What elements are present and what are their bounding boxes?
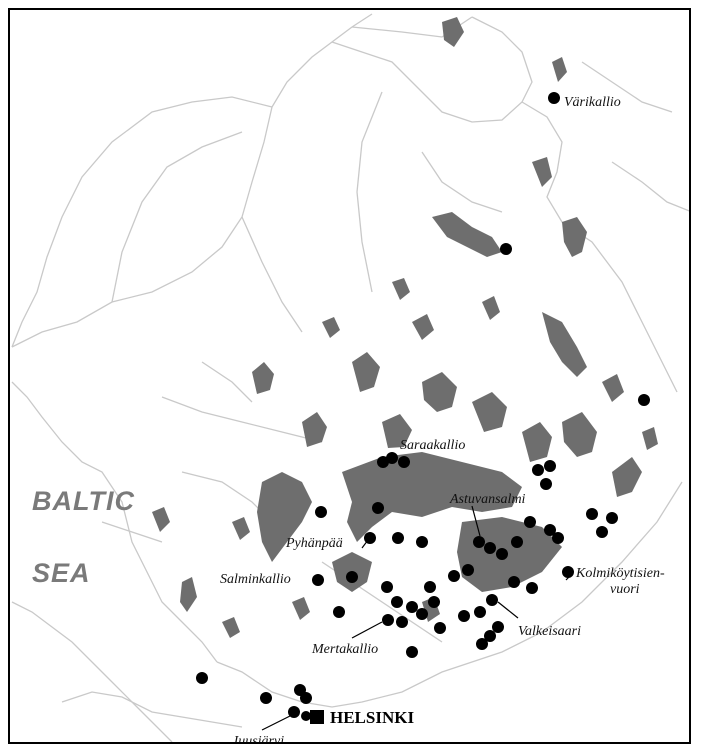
- site-label-vuori: vuori: [610, 582, 640, 597]
- capital-label-helsinki: HELSINKI: [330, 708, 415, 727]
- site-marker: [406, 646, 418, 658]
- site-marker: [524, 516, 536, 528]
- site-markers: [196, 92, 650, 721]
- site-marker: [416, 536, 428, 548]
- site-marker-kolmikoytisienvuori: [562, 566, 574, 578]
- map-canvas: [11, 13, 689, 742]
- site-marker: [532, 464, 544, 476]
- site-marker-astuvansalmi: [473, 536, 485, 548]
- map-frame: BALTIC SEA Värikallio Saraakallio Astuva…: [8, 8, 691, 744]
- sea-label-baltic: BALTIC: [32, 486, 135, 516]
- site-marker: [333, 606, 345, 618]
- site-label-saraakallio: Saraakallio: [400, 438, 466, 453]
- site-label-kolmikoytisien: Kolmiköytisien-: [576, 566, 665, 581]
- sea-label-sea: SEA: [32, 558, 91, 588]
- site-marker: [492, 621, 504, 633]
- site-marker: [508, 576, 520, 588]
- site-marker: [511, 536, 523, 548]
- site-marker: [346, 571, 358, 583]
- site-marker: [552, 532, 564, 544]
- site-marker: [381, 581, 393, 593]
- site-marker: [424, 581, 436, 593]
- site-marker: [416, 608, 428, 620]
- site-marker: [396, 616, 408, 628]
- site-marker: [596, 526, 608, 538]
- site-label-varikallio: Värikallio: [564, 95, 621, 110]
- site-marker-juusjarvi: [288, 706, 300, 718]
- site-marker: [484, 630, 496, 642]
- site-marker: [474, 606, 486, 618]
- site-marker: [458, 610, 470, 622]
- site-marker: [448, 570, 460, 582]
- site-label-valkeisaari: Valkeisaari: [518, 624, 581, 639]
- site-marker: [300, 692, 312, 704]
- lakes: [152, 17, 658, 638]
- site-marker: [606, 512, 618, 524]
- site-marker: [196, 672, 208, 684]
- site-marker: [526, 582, 538, 594]
- site-marker: [476, 638, 488, 650]
- site-marker: [586, 508, 598, 520]
- site-marker-salminkallio: [312, 574, 324, 586]
- site-label-astuvansalmi: Astuvansalmi: [450, 492, 526, 507]
- site-label-pyhanpaa: Pyhänpää: [286, 536, 343, 551]
- site-marker: [428, 596, 440, 608]
- site-marker-varikallio: [548, 92, 560, 104]
- site-label-mertakallio: Mertakallio: [312, 642, 379, 657]
- site-marker-mertakallio: [382, 614, 394, 626]
- site-marker: [496, 548, 508, 560]
- capital-marker: [310, 710, 324, 724]
- site-marker-saraakallio: [377, 456, 389, 468]
- site-marker: [544, 460, 556, 472]
- site-marker: [544, 524, 556, 536]
- site-marker: [260, 692, 272, 704]
- site-marker: [484, 542, 496, 554]
- site-marker: [386, 452, 398, 464]
- site-marker: [392, 532, 404, 544]
- site-marker: [301, 711, 311, 721]
- leader-lines: [261, 505, 571, 731]
- site-label-salminkallio: Salminkallio: [220, 572, 291, 587]
- site-marker: [540, 478, 552, 490]
- site-marker: [638, 394, 650, 406]
- site-marker: [398, 456, 410, 468]
- site-marker: [462, 564, 474, 576]
- site-marker: [315, 506, 327, 518]
- site-label-juusjarvi: Juusjärvi: [232, 734, 285, 744]
- borders: [11, 13, 689, 742]
- site-marker: [500, 243, 512, 255]
- site-marker: [391, 596, 403, 608]
- site-marker-valkeisaari: [486, 594, 498, 606]
- site-marker: [434, 622, 446, 634]
- site-marker: [406, 601, 418, 613]
- site-marker: [372, 502, 384, 514]
